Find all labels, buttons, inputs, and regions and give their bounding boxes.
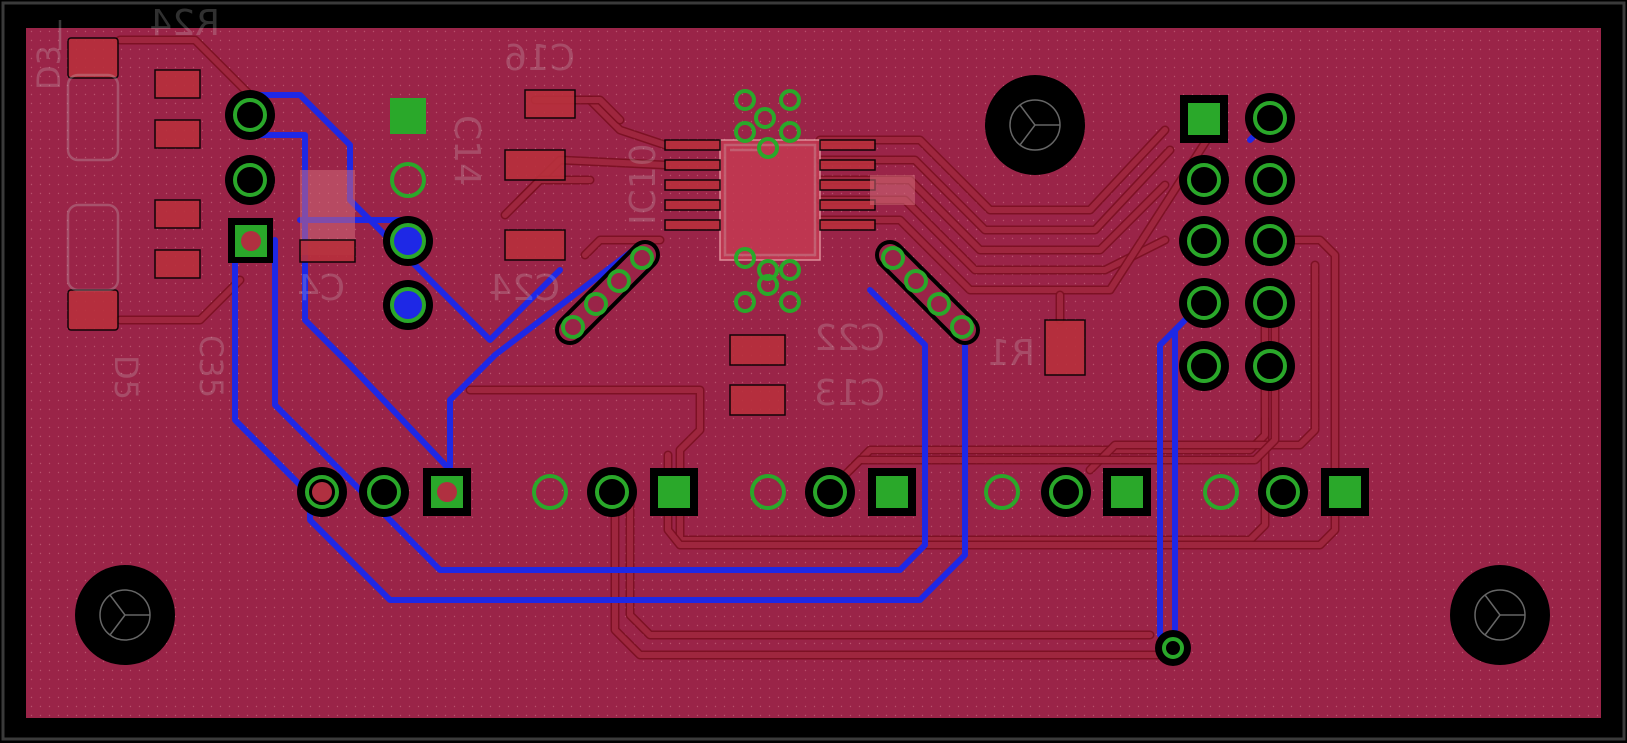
c35-pad-a <box>154 199 201 229</box>
through-hole-pad-icon[interactable] <box>595 475 629 509</box>
through-hole-pad-icon[interactable] <box>1253 286 1287 320</box>
through-hole-pad-icon[interactable] <box>1187 224 1221 258</box>
through-hole-pad-icon[interactable] <box>390 162 426 198</box>
through-hole-pad-icon[interactable] <box>233 98 267 132</box>
through-hole-pad-icon[interactable] <box>367 475 401 509</box>
mounting-holes <box>75 75 1550 665</box>
through-hole-pad-icon[interactable] <box>1253 101 1287 135</box>
c24-pad <box>504 229 566 261</box>
d5-pad-a <box>67 289 119 331</box>
ic10-thermal-vias-top <box>734 89 801 159</box>
through-hole-pad-icon[interactable] <box>984 474 1020 510</box>
mounting-hole-icon[interactable] <box>985 75 1085 175</box>
c13-pad <box>729 384 786 416</box>
label-c13: C13 <box>814 373 885 414</box>
through-hole-pad-icon[interactable] <box>876 476 908 508</box>
through-hole-pad-icon[interactable] <box>1187 163 1221 197</box>
label-r1: R1 <box>987 333 1035 374</box>
r24-pad-b <box>154 119 201 149</box>
through-hole-pad-icon[interactable] <box>813 475 847 509</box>
through-hole-pad-icon[interactable] <box>390 98 426 134</box>
d3-pad-a <box>67 37 119 79</box>
through-hole-pad-icon[interactable] <box>658 476 690 508</box>
through-hole-pad-icon[interactable] <box>1266 475 1300 509</box>
label-r24: R24 <box>149 3 220 44</box>
c14-pad <box>504 149 566 181</box>
through-hole-pad-icon[interactable] <box>1049 475 1083 509</box>
right-angled-pad-row <box>875 240 980 345</box>
ic10-side-pad <box>870 175 915 205</box>
through-hole-pad-icon[interactable] <box>532 474 568 510</box>
through-hole-pad-icon[interactable] <box>1187 349 1221 383</box>
through-hole-pad-icon[interactable] <box>1111 476 1143 508</box>
left-angled-pad-row <box>555 240 660 345</box>
through-hole-pad-icon[interactable] <box>305 475 339 509</box>
through-hole-pads <box>225 89 1369 666</box>
c22-pad <box>729 334 786 366</box>
through-hole-pad-icon[interactable] <box>1188 103 1220 135</box>
through-hole-pad-icon[interactable] <box>1203 474 1239 510</box>
label-c14: C14 <box>446 115 487 186</box>
r1-pad <box>1044 319 1086 376</box>
through-hole-pad-icon[interactable] <box>390 287 426 323</box>
label-c22: C22 <box>814 318 885 359</box>
ic10-thermal-vias-bottom <box>734 247 801 313</box>
c16-pad <box>524 89 576 119</box>
label-d5: D5 <box>107 355 145 400</box>
mounting-hole-icon[interactable] <box>75 565 175 665</box>
label-c35: C35 <box>192 335 230 398</box>
through-hole-pad-icon[interactable] <box>750 474 786 510</box>
through-hole-pad-icon[interactable] <box>1253 349 1287 383</box>
label-d3: D3 <box>30 45 68 90</box>
label-ic10: IC10 <box>623 143 664 225</box>
through-hole-pad-icon[interactable] <box>1329 476 1361 508</box>
through-hole-pad-icon[interactable] <box>390 223 426 259</box>
d3-outline <box>66 73 120 162</box>
through-hole-pad-icon[interactable] <box>1253 224 1287 258</box>
ic10-pins <box>664 139 876 231</box>
label-c24: C24 <box>489 268 560 309</box>
c35-pad-b <box>154 249 201 279</box>
label-c4: C4 <box>297 268 345 309</box>
r24-pad-a <box>154 69 201 99</box>
smd-components <box>66 37 1086 416</box>
mounting-hole-icon[interactable] <box>1450 565 1550 665</box>
label-c16: C16 <box>504 38 575 79</box>
through-hole-pad-icon[interactable] <box>233 163 267 197</box>
through-hole-pad-icon[interactable] <box>1187 286 1221 320</box>
via-icon[interactable] <box>1162 637 1184 659</box>
c4-pad <box>299 239 356 263</box>
d5-outline <box>66 203 120 292</box>
silkscreen-layer: R24 D3 D5 C35 C16 C14 IC10 C24 C4 C22 C1… <box>30 3 1035 414</box>
through-hole-pad-icon[interactable] <box>1253 163 1287 197</box>
